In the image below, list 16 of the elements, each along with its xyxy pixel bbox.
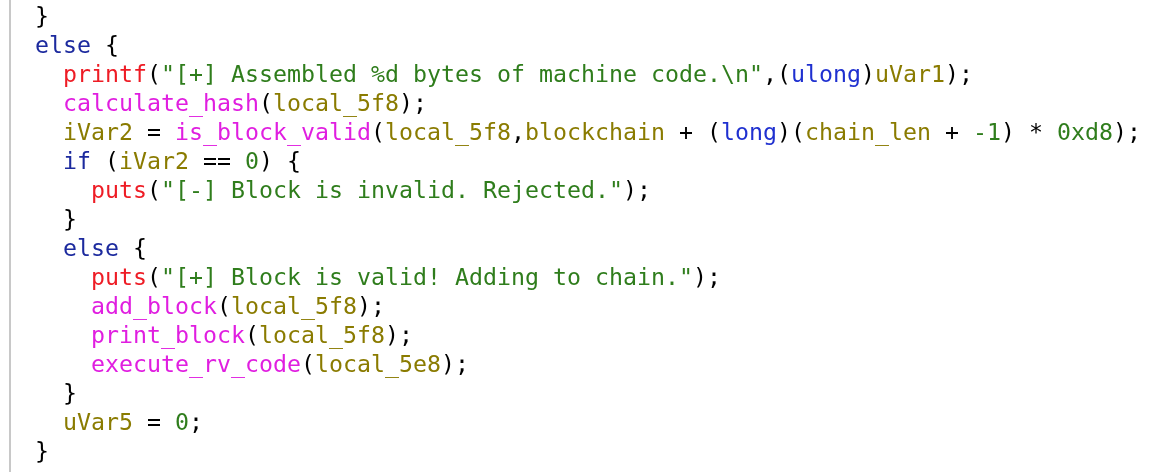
code-line: else { bbox=[35, 31, 119, 58]
code-line: } bbox=[63, 379, 77, 406]
code-line: execute_rv_code(local_5e8); bbox=[91, 350, 469, 377]
code-line: puts("[+] Block is valid! Adding to chain."); bbox=[91, 263, 721, 290]
code-line: puts("[-] Block is invalid. Rejected."); bbox=[91, 176, 651, 203]
code-line: if (iVar2 == 0) { bbox=[63, 147, 301, 174]
code-line: calculate_hash(local_5f8); bbox=[63, 89, 427, 116]
code-line: uVar5 = 0; bbox=[63, 408, 203, 435]
code-line: } bbox=[63, 205, 77, 232]
code-line: iVar2 = is_block_valid(local_5f8,blockchain + (long)(chain_len + -1) * 0xd8); bbox=[63, 118, 1141, 145]
code-line: add_block(local_5f8); bbox=[91, 292, 385, 319]
code-line: printf("[+] Assembled %d bytes of machine code.\n",(ulong)uVar1); bbox=[63, 60, 973, 87]
code-line: } bbox=[35, 2, 49, 29]
code-line: } bbox=[35, 437, 49, 464]
code-line: print_block(local_5f8); bbox=[91, 321, 413, 348]
code-line: else { bbox=[63, 234, 147, 261]
